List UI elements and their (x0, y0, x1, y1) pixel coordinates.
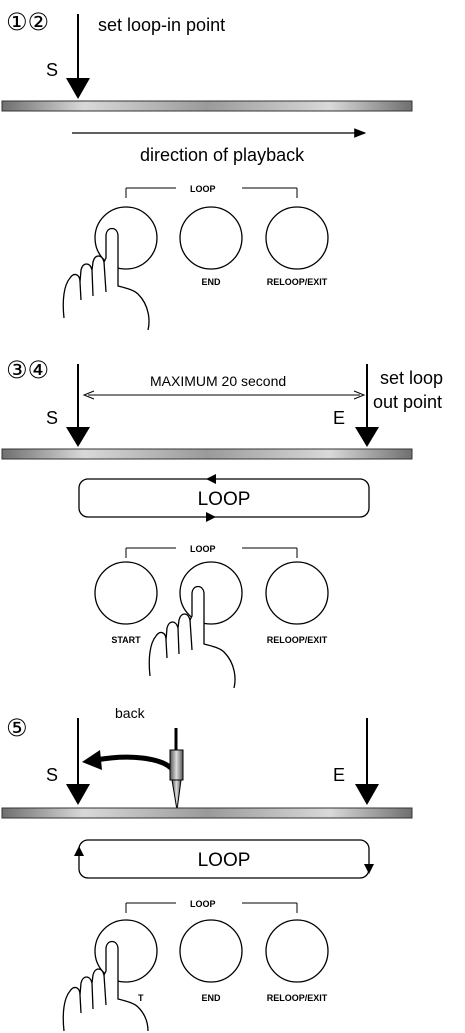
span-label: MAXIMUM 20 second (150, 373, 286, 389)
direction-label: direction of playback (140, 145, 305, 165)
instruction-line-2: out point (373, 392, 442, 412)
step-numbers: ①② (6, 8, 49, 36)
loop-indicator: LOOP (78, 474, 370, 522)
panel-2: ③④ MAXIMUM 20 second set loop out point … (1, 356, 443, 689)
end-button[interactable] (179, 206, 243, 270)
button-group: LOOP T END RELOOP/EXIT (94, 899, 329, 1003)
button-group: LOOP END RELOOP/EXIT (94, 184, 329, 287)
end-button-label: END (201, 993, 221, 1003)
loop-in-arrowhead (66, 427, 90, 447)
panel-1: ①② set loop-in point S direction of play… (1, 8, 413, 331)
pressing-hand-icon (62, 227, 150, 331)
loop-group-label: LOOP (190, 544, 216, 554)
loop-group-label: LOOP (190, 899, 216, 909)
end-button[interactable] (179, 919, 243, 983)
back-label: back (115, 705, 146, 721)
loop-in-arrowhead (66, 784, 90, 805)
stylus-needle-icon (169, 728, 184, 811)
start-marker: S (46, 408, 58, 428)
start-marker: S (46, 60, 58, 80)
pressing-hand-icon (148, 585, 236, 689)
loop-group-label: LOOP (190, 184, 216, 194)
start-marker: S (46, 765, 58, 785)
reloop-exit-button[interactable] (265, 206, 329, 270)
reloop-exit-button-label: RELOOP/EXIT (267, 993, 328, 1003)
loop-out-arrowhead (355, 427, 379, 447)
pressing-hand-icon (62, 940, 149, 1032)
loop-indicator: LOOP (74, 839, 374, 879)
end-button-label: END (201, 277, 221, 287)
loop-out-arrowhead (355, 784, 379, 805)
span-right-arrow (353, 390, 366, 400)
reloop-exit-button[interactable] (265, 919, 329, 983)
end-marker: E (333, 765, 345, 785)
loop-label: LOOP (198, 850, 251, 871)
panel-3: ⑤ back S E LOOP LOOP (1, 705, 413, 1032)
timeline-bar (1, 448, 413, 460)
start-button[interactable] (94, 561, 158, 625)
loop-in-arrowhead (66, 78, 90, 99)
instruction-text: set loop-in point (98, 15, 225, 35)
timeline-bar (1, 807, 413, 819)
start-button[interactable] (94, 919, 158, 983)
span-left-arrow (82, 390, 95, 400)
step-numbers: ③④ (6, 356, 49, 384)
loop-label: LOOP (198, 489, 251, 510)
reloop-exit-button-label: RELOOP/EXIT (267, 635, 328, 645)
end-marker: E (333, 408, 345, 428)
reloop-exit-button[interactable] (265, 561, 329, 625)
reloop-exit-button-label: RELOOP/EXIT (267, 277, 328, 287)
start-button-label: START (111, 635, 141, 645)
instruction-line-1: set loop (380, 368, 443, 388)
step-number: ⑤ (6, 714, 28, 742)
timeline-bar (1, 100, 413, 112)
button-group: LOOP START RELOOP/EXIT (94, 544, 329, 645)
start-button[interactable] (94, 206, 158, 270)
start-button-label-partial: T (138, 993, 144, 1003)
end-button[interactable] (179, 561, 243, 625)
back-arrow (82, 750, 173, 771)
